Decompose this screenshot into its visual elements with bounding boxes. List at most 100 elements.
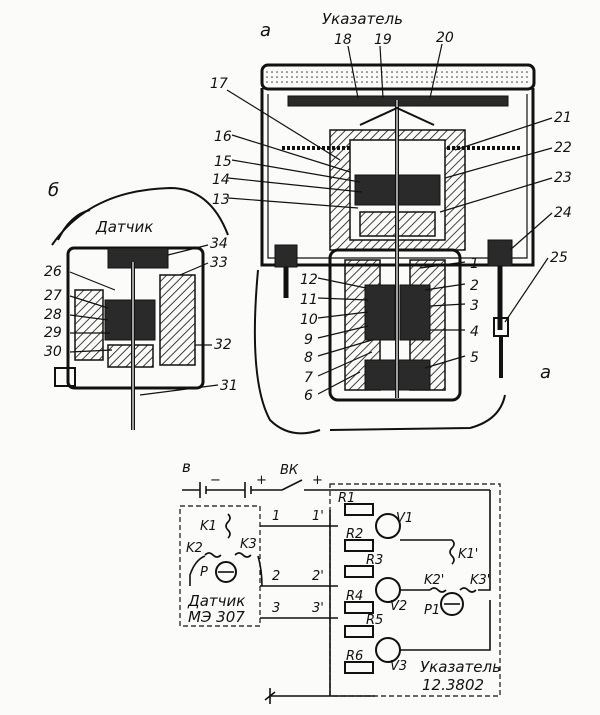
sensor-rotor xyxy=(215,561,237,583)
sensor-leader-lines xyxy=(69,244,219,396)
indicator-leader-lines xyxy=(226,43,553,395)
indicator-assembly xyxy=(253,63,536,435)
callout-30: 30 xyxy=(44,344,62,360)
circuit-labels: K1 K2 K3 P 1 1' 2 2' 3 3' R1 R2 R3 R4 R5… xyxy=(186,491,490,674)
callout-11: 11 xyxy=(300,292,318,308)
callout-2: 2 xyxy=(470,278,479,294)
left-terminal xyxy=(274,244,298,268)
label-k2: K2 xyxy=(186,541,203,556)
sensor-callout-numbers: 26 27 28 29 30 31 32 33 34 xyxy=(44,236,238,394)
sensor-cap xyxy=(107,247,169,269)
callout-18: 18 xyxy=(334,32,352,48)
label-v2: V2 xyxy=(390,599,407,614)
sensor-lower-body xyxy=(107,344,154,368)
callout-29: 29 xyxy=(44,325,62,341)
callout-28: 28 xyxy=(44,307,62,323)
callout-13: 13 xyxy=(212,192,230,208)
coil-k3 xyxy=(234,552,252,558)
label-k3: K3 xyxy=(240,537,257,552)
resistor-r6 xyxy=(344,661,374,674)
callout-8: 8 xyxy=(304,350,313,366)
right-terminal xyxy=(487,239,513,267)
callout-12: 12 xyxy=(300,272,318,288)
label-r3: R3 xyxy=(366,553,383,568)
callout-1: 1 xyxy=(470,256,479,272)
indicator-rotor xyxy=(440,592,464,616)
circuit-diagram xyxy=(179,479,501,704)
resistor-r3 xyxy=(344,565,374,578)
sensor-left-wall xyxy=(74,289,104,361)
label-circuit-sensor-2: МЭ 307 xyxy=(188,608,245,626)
callout-27: 27 xyxy=(44,288,62,304)
resistor-r2 xyxy=(344,539,374,552)
label-r5: R5 xyxy=(366,613,383,628)
label-k2-prime: K2' xyxy=(424,573,444,588)
sensor-coil xyxy=(159,274,196,366)
label-minus: − xyxy=(210,473,221,488)
label-circuit-indicator-1: Указатель xyxy=(420,658,501,676)
sensor-assembly xyxy=(51,186,229,430)
label-a-side: а xyxy=(540,362,551,383)
callout-10: 10 xyxy=(300,312,318,328)
label-wire-2: 2 xyxy=(272,569,280,584)
callout-22: 22 xyxy=(554,140,572,156)
callout-6: 6 xyxy=(304,388,313,404)
callout-31: 31 xyxy=(220,378,238,394)
glass-texture xyxy=(266,70,530,84)
callout-34: 34 xyxy=(210,236,228,252)
coil-k1-prime xyxy=(449,539,455,565)
resistor-r4 xyxy=(344,601,374,614)
label-r4: R4 xyxy=(346,589,363,604)
label-v1: V1 xyxy=(396,511,413,526)
label-indicator-title: Указатель xyxy=(322,10,403,28)
callout-14: 14 xyxy=(212,172,230,188)
pointer-arm xyxy=(359,106,435,126)
label-a-top: а xyxy=(260,20,271,41)
label-k3-prime: K3' xyxy=(470,573,490,588)
label-p: P xyxy=(200,565,208,580)
callout-7: 7 xyxy=(304,370,313,386)
indicator-callout-numbers: 1 2 3 4 5 6 7 8 9 10 11 12 13 14 15 16 1… xyxy=(210,30,572,404)
label-wire-3: 3 xyxy=(272,601,280,616)
callout-26: 26 xyxy=(44,264,62,280)
callout-5: 5 xyxy=(470,350,479,366)
label-p1: P1 xyxy=(424,603,440,618)
callout-16: 16 xyxy=(214,129,232,145)
label-k1: K1 xyxy=(200,519,217,534)
label-circuit-sensor-1: Датчик xyxy=(187,592,245,610)
label-wire-1p: 1' xyxy=(312,509,324,524)
sensor-mount xyxy=(54,367,76,387)
resistor-r5 xyxy=(344,625,374,638)
sensor-cable-end xyxy=(57,209,91,241)
callout-23: 23 xyxy=(554,170,572,186)
coil-k3-prime xyxy=(459,587,477,593)
label-r1: R1 xyxy=(338,491,355,506)
callout-9: 9 xyxy=(304,332,313,348)
coil-k2-prime xyxy=(429,587,447,593)
callout-19: 19 xyxy=(374,32,392,48)
label-r2: R2 xyxy=(346,527,363,542)
label-sensor-title: Датчик xyxy=(95,218,153,236)
transistor-v1 xyxy=(375,513,401,539)
callout-24: 24 xyxy=(554,205,572,221)
sensor-cable xyxy=(51,186,229,246)
callout-21: 21 xyxy=(554,110,572,126)
lead-wire-left xyxy=(253,269,321,435)
label-b: б xyxy=(48,180,59,201)
label-circuit-indicator-2: 12.3802 xyxy=(422,676,484,694)
callout-32: 32 xyxy=(214,337,232,353)
callout-15: 15 xyxy=(214,154,232,170)
diagram-labels: а Указатель а б Датчик в ВК − + + Датчик… xyxy=(48,10,551,694)
switch-blade xyxy=(281,479,303,491)
lead-wire-bottom xyxy=(329,394,506,431)
label-switch: ВК xyxy=(280,463,299,478)
coil-k2 xyxy=(204,552,222,558)
callout-17: 17 xyxy=(210,76,228,92)
label-r6: R6 xyxy=(346,649,363,664)
label-wire-3p: 3' xyxy=(312,601,324,616)
glass-cover xyxy=(260,63,536,91)
rotor-left xyxy=(364,284,396,341)
sensor-magnet xyxy=(104,299,156,341)
callout-3: 3 xyxy=(470,298,479,314)
